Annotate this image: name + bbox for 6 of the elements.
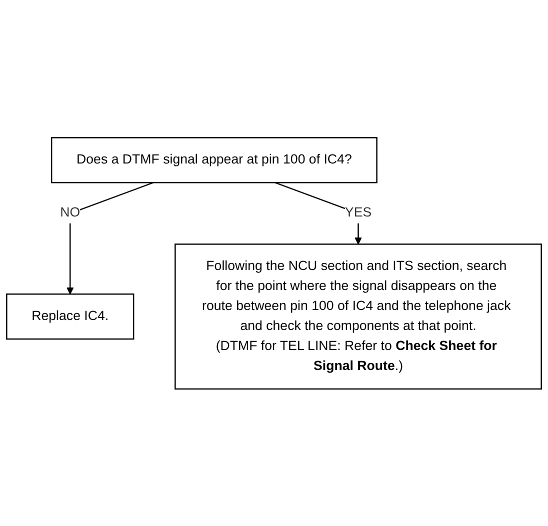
edge-label: YES: [344, 206, 372, 220]
node-box: Does a DTMF signal appear at pin 100 of IC4?: [50, 136, 378, 183]
edge-label: NO: [60, 206, 80, 220]
node-box: Replace IC4.: [6, 293, 134, 340]
arrow: [66, 182, 154, 294]
node-box: Following the NCU section and ITS section, search for the point where the signal disappears on the route between pin 100 of IC4 and the telephone jack and check the components at that point. (DTMF for TEL LINE: Refer to Check Sheet for Signal Route.): [174, 243, 542, 390]
